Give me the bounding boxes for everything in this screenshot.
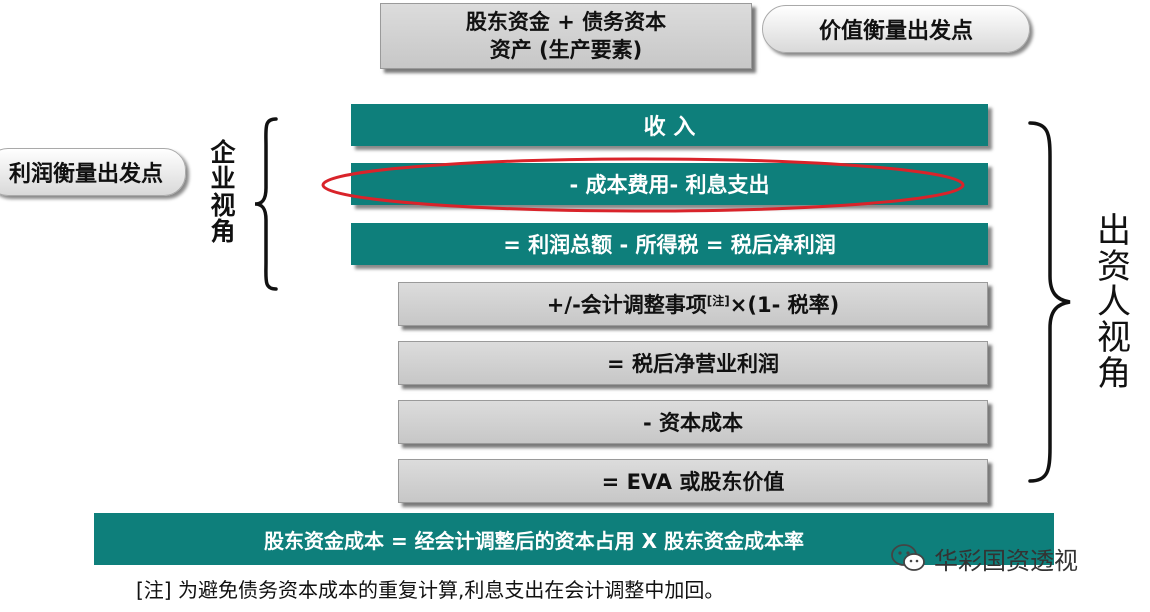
investor-view-char: 视 — [1097, 318, 1131, 359]
left-brace — [254, 117, 278, 291]
enterprise-view-char: 企 — [210, 138, 236, 167]
revenue-row: 收 入 — [351, 104, 988, 146]
watermark: 华彩国资透视 — [890, 538, 1140, 578]
top-box-line2: 资产 (生产要素) — [489, 38, 643, 62]
accounting-adjustment-row: +/-会计调整事项[注]×(1- 税率) — [398, 282, 988, 326]
eva-label: = EVA 或股东价值 — [601, 470, 785, 494]
investor-view-char: 出 — [1097, 211, 1131, 251]
capital-cost-row: - 资本成本 — [398, 400, 988, 444]
cost-label: - 成本费用- 利息支出 — [569, 173, 770, 197]
nopat-label: = 税后净营业利润 — [607, 352, 779, 376]
shareholder-cost-label: 股东资金成本 = 经会计调整后的资本占用 X 股东资金成本率 — [264, 528, 805, 553]
adjustment-pre: +/-会计调整事项 — [546, 293, 707, 317]
investor-view-char: 人 — [1097, 282, 1131, 323]
profit-measure-pill: 利润衡量出发点 — [0, 148, 186, 196]
watermark-text: 华彩国资透视 — [934, 546, 1078, 575]
enterprise-view-char: 业 — [210, 164, 236, 194]
cost-row: - 成本费用- 利息支出 — [351, 163, 988, 205]
nopat-row: = 税后净营业利润 — [398, 341, 988, 385]
cost-highlight-ellipse — [321, 157, 965, 213]
profit-measure-label: 利润衡量出发点 — [8, 162, 163, 187]
net-profit-label: = 利润总额 - 所得税 = 税后净利润 — [503, 233, 836, 257]
net-profit-row: = 利润总额 - 所得税 = 税后净利润 — [351, 223, 988, 265]
shareholder-cost-bar: 股东资金成本 = 经会计调整后的资本占用 X 股东资金成本率 — [94, 513, 1054, 565]
investor-view-char: 资 — [1097, 246, 1131, 287]
capital-cost-label: - 资本成本 — [642, 411, 744, 435]
investor-view-label: 出 资 人 视 角 — [1090, 211, 1138, 394]
wechat-icon — [891, 544, 925, 571]
footnote: [注] 为避免债务资本成本的重复计算,利息支出在会计调整中加回。 — [136, 572, 936, 604]
footnote-text: [注] 为避免债务资本成本的重复计算,利息支出在会计调整中加回。 — [136, 577, 725, 602]
top-box-line1: 股东资金 + 债务资本 — [465, 9, 667, 34]
enterprise-view-char: 视 — [210, 190, 236, 220]
adjustment-post: ×(1- 税率) — [729, 293, 840, 317]
value-measure-pill: 价值衡量出发点 — [762, 5, 1030, 53]
eva-row: = EVA 或股东价值 — [398, 459, 988, 503]
adjustment-note-marker: [注] — [706, 293, 730, 308]
revenue-label: 收 入 — [643, 115, 696, 140]
top-box: 股东资金 + 债务资本 资产 (生产要素) — [380, 3, 752, 69]
right-brace — [1028, 121, 1071, 483]
investor-view-char: 角 — [1097, 353, 1131, 394]
enterprise-view-label: 企 业 视 角 — [206, 138, 240, 246]
enterprise-view-char: 角 — [210, 216, 236, 246]
value-measure-label: 价值衡量出发点 — [818, 19, 973, 44]
